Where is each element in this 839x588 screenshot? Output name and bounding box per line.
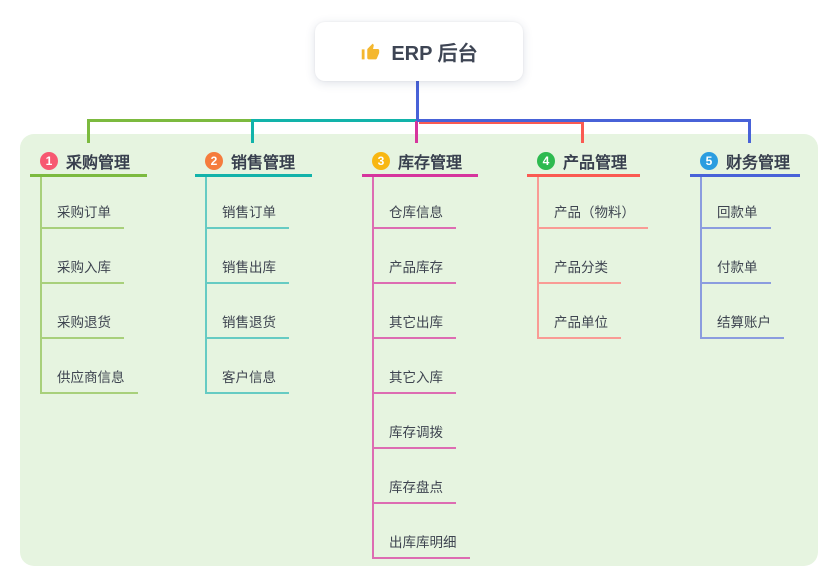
child-node[interactable]: 回款单 (700, 177, 771, 229)
child-node[interactable]: 采购入库 (40, 229, 124, 284)
child-node[interactable]: 供应商信息 (40, 339, 138, 394)
branch-child-connector-line (372, 177, 374, 559)
branch-child-connector-line (537, 177, 539, 339)
child-node[interactable]: 出库库明细 (372, 504, 470, 559)
child-node[interactable]: 结算账户 (700, 284, 784, 339)
child-node[interactable]: 采购订单 (40, 177, 124, 229)
child-node[interactable]: 销售退货 (205, 284, 289, 339)
connector-rail-segment (419, 122, 583, 124)
connector-rail-segment (253, 119, 417, 122)
branch-title-label: 销售管理 (231, 154, 296, 172)
connector-drop-line (581, 119, 584, 143)
branch-children: 采购订单采购入库采购退货供应商信息 (40, 177, 138, 394)
branch-column: 5 财务管理回款单付款单结算账户 (690, 147, 800, 339)
child-node[interactable]: 仓库信息 (372, 177, 456, 229)
branch-node[interactable]: 5 财务管理 (690, 147, 800, 177)
branch-number-badge: 3 (372, 151, 390, 170)
branch-child-connector-line (40, 177, 42, 394)
connector-drop-line (87, 119, 90, 143)
mindmap-background-panel (20, 134, 818, 566)
branch-node[interactable]: 3 库存管理 (362, 147, 478, 177)
child-node[interactable]: 库存盘点 (372, 449, 456, 504)
connector-rail-segment (417, 119, 751, 122)
root-node-label: ERP 后台 (391, 43, 478, 65)
connector-rail-segment (87, 119, 253, 122)
branch-column: 4 产品管理产品（物料）产品分类产品单位 (527, 147, 648, 339)
child-node[interactable]: 其它入库 (372, 339, 456, 394)
child-node[interactable]: 客户信息 (205, 339, 289, 394)
child-node[interactable]: 产品（物料） (537, 177, 648, 229)
branch-number-badge: 5 (700, 151, 718, 170)
connector-drop-line (251, 119, 254, 143)
child-node[interactable]: 产品单位 (537, 284, 621, 339)
branch-child-connector-line (205, 177, 207, 394)
branch-child-connector-line (700, 177, 702, 339)
child-node[interactable]: 产品库存 (372, 229, 456, 284)
branch-children: 回款单付款单结算账户 (700, 177, 784, 339)
child-node[interactable]: 产品分类 (537, 229, 621, 284)
child-node[interactable]: 付款单 (700, 229, 771, 284)
branch-column: 3 库存管理仓库信息产品库存其它出库其它入库库存调拨库存盘点出库库明细 (362, 147, 478, 559)
thumbs-up-icon (360, 41, 381, 62)
connector-drop-line (415, 121, 418, 143)
root-connector-line (416, 80, 419, 121)
branch-children: 销售订单销售出库销售退货客户信息 (205, 177, 289, 394)
child-node[interactable]: 采购退货 (40, 284, 124, 339)
child-node[interactable]: 库存调拨 (372, 394, 456, 449)
branch-title-label: 库存管理 (398, 154, 463, 172)
branch-node[interactable]: 1 采购管理 (30, 147, 147, 177)
branch-column: 2 销售管理销售订单销售出库销售退货客户信息 (195, 147, 312, 394)
branch-children: 仓库信息产品库存其它出库其它入库库存调拨库存盘点出库库明细 (372, 177, 470, 559)
branch-children: 产品（物料）产品分类产品单位 (537, 177, 648, 339)
branch-node[interactable]: 2 销售管理 (195, 147, 312, 177)
child-node[interactable]: 销售出库 (205, 229, 289, 284)
branch-title-label: 采购管理 (66, 154, 131, 172)
branch-column: 1 采购管理采购订单采购入库采购退货供应商信息 (30, 147, 147, 394)
branch-title-label: 产品管理 (563, 154, 628, 172)
branch-title-label: 财务管理 (726, 154, 791, 172)
branch-node[interactable]: 4 产品管理 (527, 147, 640, 177)
child-node[interactable]: 其它出库 (372, 284, 456, 339)
branch-number-badge: 1 (40, 151, 58, 170)
branch-number-badge: 4 (537, 151, 555, 170)
root-node[interactable]: ERP 后台 (315, 22, 523, 81)
child-node[interactable]: 销售订单 (205, 177, 289, 229)
branch-number-badge: 2 (205, 151, 223, 170)
connector-drop-line (748, 119, 751, 143)
